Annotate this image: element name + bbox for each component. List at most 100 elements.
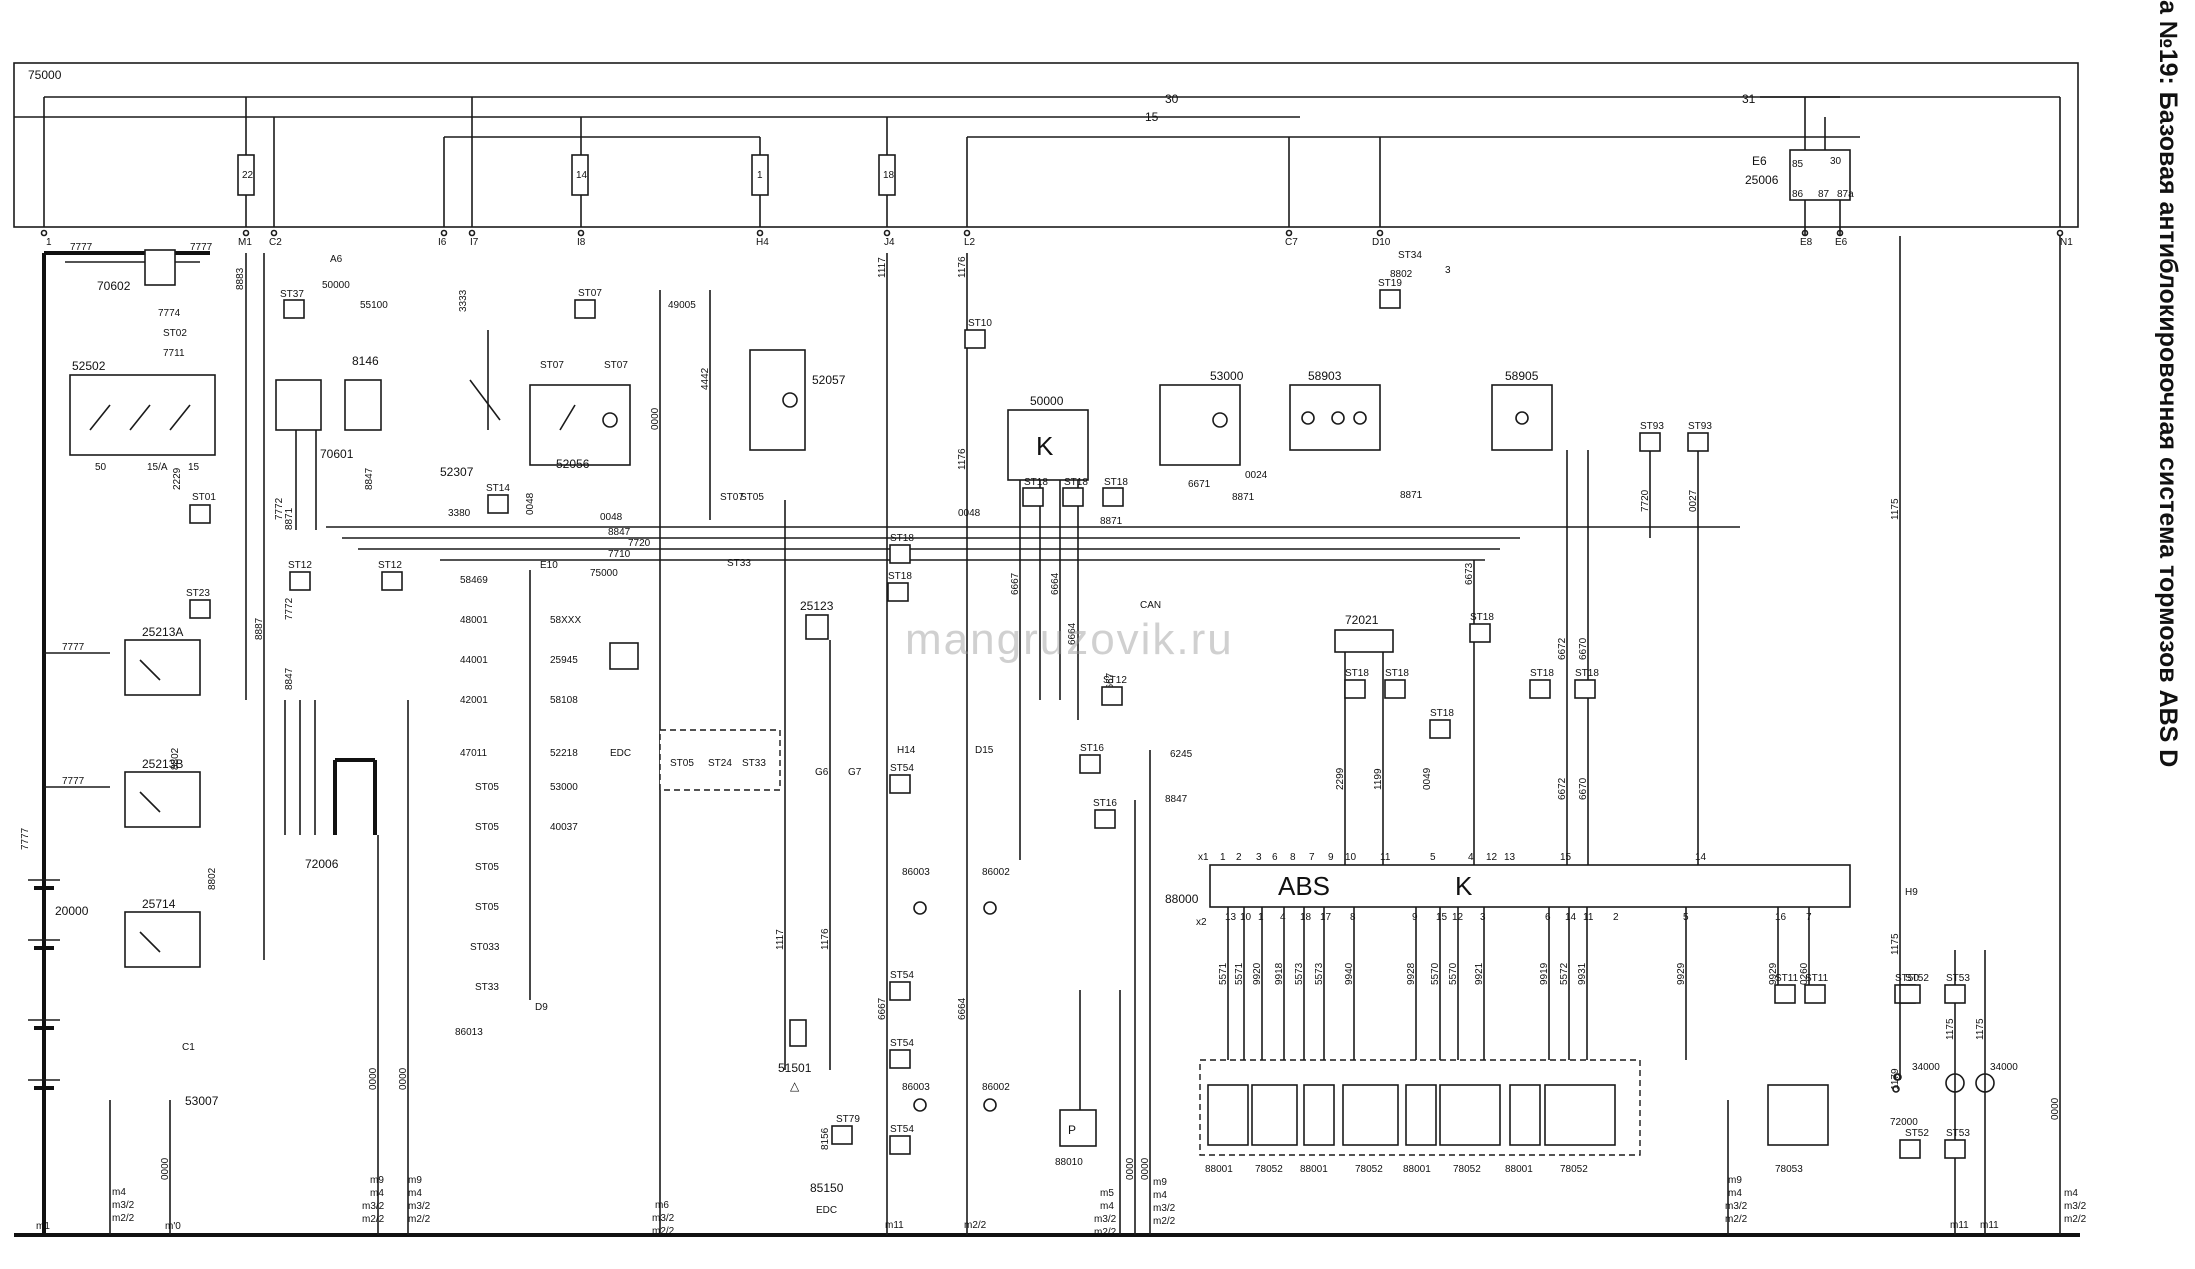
svg-text:58XXX: 58XXX bbox=[550, 615, 581, 626]
svg-text:9919: 9919 bbox=[1539, 962, 1550, 985]
svg-text:0024: 0024 bbox=[1245, 470, 1268, 481]
module-58905: 58905 bbox=[1491, 369, 1553, 451]
svg-text:0049: 0049 bbox=[1422, 767, 1433, 790]
fuse-22-label: 22 bbox=[242, 170, 254, 181]
wire-7777-top: 7777 bbox=[70, 242, 93, 253]
svg-text:1199: 1199 bbox=[1373, 768, 1384, 790]
svg-text:9: 9 bbox=[1412, 912, 1418, 923]
svg-text:ST18: ST18 bbox=[1470, 612, 1494, 623]
svg-text:6664: 6664 bbox=[1067, 622, 1078, 645]
svg-text:50: 50 bbox=[95, 462, 107, 473]
splices-d10: ST34 8802 3 ST19 bbox=[1378, 250, 1451, 309]
svg-text:25945: 25945 bbox=[550, 655, 578, 666]
svg-text:ST54: ST54 bbox=[890, 763, 914, 774]
conn-m1: M1 bbox=[238, 237, 252, 248]
connector-72006: 72006 0000 0000 m9 m4 m3/2 m2/2 m9 m4 m3… bbox=[284, 700, 431, 1235]
svg-text:ST05: ST05 bbox=[475, 902, 499, 913]
svg-text:ST16: ST16 bbox=[1093, 798, 1117, 809]
svg-text:m1: m1 bbox=[36, 1221, 50, 1232]
svg-text:0000: 0000 bbox=[650, 407, 661, 430]
top-connector-row: 1 M1 C2 I6 I7 I8 H4 J4 L2 C7 D10 E8 E6 N… bbox=[40, 229, 2073, 248]
svg-text:5571: 5571 bbox=[1234, 962, 1245, 985]
svg-text:2299: 2299 bbox=[1335, 767, 1346, 790]
svg-text:ST18: ST18 bbox=[1385, 668, 1409, 679]
label-86013: 86013 bbox=[455, 1027, 483, 1038]
svg-text:ST33: ST33 bbox=[742, 758, 766, 769]
svg-text:1176: 1176 bbox=[820, 928, 831, 950]
label-8146: 8146 bbox=[352, 354, 379, 368]
svg-text:ST19: ST19 bbox=[1378, 278, 1402, 289]
svg-text:G6: G6 bbox=[815, 767, 829, 778]
svg-text:ST52: ST52 bbox=[1905, 973, 1929, 984]
wheel-modules: 88001 78052 88001 78052 88001 78052 8800… bbox=[1199, 1059, 1641, 1175]
svg-text:6667: 6667 bbox=[877, 997, 888, 1020]
svg-text:5570: 5570 bbox=[1448, 962, 1459, 985]
switch-88010: P 88010 0000 0000 m5 m4 m3/2 m2/2 m9 m4 … bbox=[1055, 750, 1176, 1238]
relay-e6-label: E6 bbox=[1752, 154, 1767, 168]
abs-module-88000[interactable]: ABS K 88000 x1 x2 1 2 3 6 8 7 9 10 11 5 … bbox=[1165, 852, 1851, 928]
svg-text:5571: 5571 bbox=[1218, 962, 1229, 985]
svg-text:8847: 8847 bbox=[1165, 794, 1188, 805]
svg-text:ST07: ST07 bbox=[578, 288, 602, 299]
label-88001-c: 88001 bbox=[1403, 1164, 1431, 1175]
svg-text:5572: 5572 bbox=[1559, 962, 1570, 985]
svg-text:m11: m11 bbox=[1950, 1220, 1969, 1231]
svg-text:m4: m4 bbox=[112, 1187, 126, 1198]
svg-text:6671: 6671 bbox=[1188, 479, 1211, 490]
svg-text:7720: 7720 bbox=[628, 538, 651, 549]
svg-text:1176: 1176 bbox=[957, 256, 968, 278]
svg-text:0000: 0000 bbox=[2050, 1097, 2061, 1120]
page-title: а №19: Базовая антиблокировочная система… bbox=[2154, 0, 2182, 768]
svg-text:m3/2: m3/2 bbox=[2064, 1201, 2087, 1212]
svg-text:x2: x2 bbox=[1196, 917, 1207, 928]
harness-frame bbox=[13, 62, 2079, 228]
svg-text:8883: 8883 bbox=[235, 267, 246, 290]
fuse-14 bbox=[571, 154, 589, 196]
svg-text:40037: 40037 bbox=[550, 822, 578, 833]
fuse-block: 22 14 1 18 bbox=[237, 154, 896, 196]
st-group-center: ST05 ST24 ST33 ST33 bbox=[659, 558, 781, 791]
label-49005: 49005 bbox=[668, 300, 696, 311]
svg-text:1175: 1175 bbox=[1890, 498, 1901, 520]
svg-text:8802: 8802 bbox=[207, 867, 218, 890]
svg-text:ST05: ST05 bbox=[475, 782, 499, 793]
svg-text:m9: m9 bbox=[370, 1175, 384, 1186]
svg-text:8871: 8871 bbox=[1232, 492, 1255, 503]
lamp-52057: 52057 ST05 ST07 bbox=[720, 349, 846, 503]
label-25123: 25123 bbox=[800, 599, 834, 613]
relays-left: 25213A 25213B 25714 bbox=[124, 625, 201, 968]
ground-mid: m9 m4 m3/2 m2/2 bbox=[1725, 1100, 1748, 1235]
switch-70602: 70602 7774 ST02 7711 bbox=[97, 249, 187, 359]
watermark: mangruzovik.ru bbox=[905, 615, 1234, 664]
svg-text:8: 8 bbox=[1350, 912, 1356, 923]
svg-text:6664: 6664 bbox=[1050, 572, 1061, 595]
svg-text:47011: 47011 bbox=[460, 748, 488, 759]
svg-text:ST23: ST23 bbox=[186, 588, 210, 599]
svg-text:m3/2: m3/2 bbox=[1094, 1214, 1117, 1225]
label-53007: 53007 bbox=[185, 1094, 219, 1108]
svg-text:m11: m11 bbox=[885, 1220, 904, 1231]
svg-text:1175: 1175 bbox=[1975, 1018, 1986, 1040]
svg-text:3333: 3333 bbox=[458, 289, 469, 312]
svg-text:18: 18 bbox=[1300, 912, 1312, 923]
c1-label: C1 bbox=[182, 1042, 195, 1053]
svg-text:7777: 7777 bbox=[190, 242, 213, 253]
svg-text:9928: 9928 bbox=[1406, 962, 1417, 985]
svg-text:75000: 75000 bbox=[590, 568, 618, 579]
svg-text:m4: m4 bbox=[2064, 1188, 2078, 1199]
label-78053: 78053 bbox=[1775, 1164, 1803, 1175]
svg-text:ST07: ST07 bbox=[604, 360, 628, 371]
connector-list: 75000 58469 E10 48001 58XXX 44001 25945 … bbox=[460, 560, 639, 1000]
svg-text:ST93: ST93 bbox=[1640, 421, 1664, 432]
svg-text:m3/2: m3/2 bbox=[652, 1213, 675, 1224]
label-34000-a: 34000 bbox=[1912, 1062, 1940, 1073]
svg-text:m3/2: m3/2 bbox=[1725, 1201, 1748, 1212]
svg-text:48001: 48001 bbox=[460, 615, 488, 626]
svg-text:6670: 6670 bbox=[1578, 777, 1589, 800]
svg-text:86: 86 bbox=[1792, 189, 1804, 200]
svg-text:ST05: ST05 bbox=[740, 492, 764, 503]
svg-text:m2/2: m2/2 bbox=[408, 1214, 431, 1225]
svg-text:44001: 44001 bbox=[460, 655, 488, 666]
svg-text:ST93: ST93 bbox=[1688, 421, 1712, 432]
label-58903: 58903 bbox=[1308, 369, 1342, 383]
